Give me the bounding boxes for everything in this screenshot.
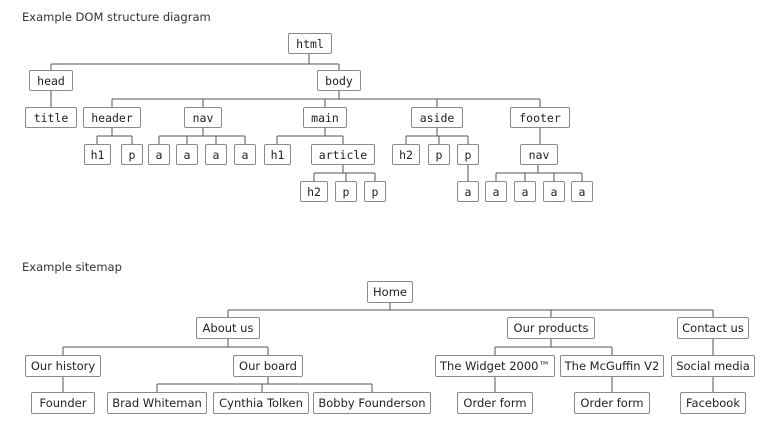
connector bbox=[313, 165, 376, 181]
node-footer: footer bbox=[510, 107, 570, 128]
connector bbox=[158, 128, 246, 144]
node-nav: nav bbox=[520, 144, 558, 165]
sitemap-title: Example sitemap bbox=[22, 260, 122, 274]
node-html: html bbox=[288, 33, 332, 54]
node-h1: h1 bbox=[84, 144, 111, 165]
node-title: title bbox=[25, 107, 77, 128]
node-h1: h1 bbox=[264, 144, 291, 165]
connector bbox=[495, 165, 583, 181]
node-a: a bbox=[176, 144, 198, 165]
sitemap-node-widget-2000: The Widget 2000™ bbox=[435, 355, 555, 377]
sitemap-node-brad-whiteman: Brad Whiteman bbox=[107, 392, 207, 414]
sitemap-node-our-products: Our products bbox=[507, 317, 595, 339]
sitemap-node-mcguffin-v2: The McGuffin V2 bbox=[560, 355, 664, 377]
sitemap-node-our-board: Our board bbox=[233, 355, 303, 377]
connector bbox=[276, 128, 344, 144]
connector bbox=[111, 90, 541, 107]
sitemap-node-order-form: Order form bbox=[457, 392, 533, 414]
node-a: a bbox=[485, 181, 507, 202]
node-header: header bbox=[83, 107, 141, 128]
connector bbox=[96, 128, 133, 144]
connector bbox=[62, 339, 269, 355]
node-p: p bbox=[335, 181, 357, 202]
sitemap-node-facebook: Facebook bbox=[680, 392, 746, 414]
node-a: a bbox=[205, 144, 227, 165]
node-a: a bbox=[571, 181, 593, 202]
node-body: body bbox=[317, 70, 361, 91]
connector bbox=[50, 54, 340, 70]
sitemap-node-about-us: About us bbox=[196, 317, 260, 339]
sitemap-node-home: Home bbox=[367, 281, 413, 303]
sitemap-node-our-history: Our history bbox=[25, 355, 101, 377]
node-main: main bbox=[303, 107, 347, 128]
sitemap-node-cynthia-tolken: Cynthia Tolken bbox=[213, 392, 309, 414]
dom-diagram-title: Example DOM structure diagram bbox=[22, 10, 211, 24]
sitemap-node-contact-us: Contact us bbox=[677, 317, 749, 339]
node-aside: aside bbox=[411, 107, 463, 128]
node-article: article bbox=[311, 144, 375, 165]
connector bbox=[405, 128, 469, 144]
connector bbox=[156, 377, 373, 392]
node-a: a bbox=[457, 181, 479, 202]
node-p: p bbox=[428, 144, 450, 165]
node-a: a bbox=[148, 144, 170, 165]
sitemap-node-order-form: Order form bbox=[574, 392, 650, 414]
node-a: a bbox=[543, 181, 565, 202]
node-p: p bbox=[457, 144, 479, 165]
node-h2: h2 bbox=[392, 144, 420, 165]
node-p: p bbox=[121, 144, 143, 165]
node-h2: h2 bbox=[300, 181, 328, 202]
node-a: a bbox=[514, 181, 536, 202]
sitemap-node-founder: Founder bbox=[31, 392, 95, 414]
sitemap-node-bobby-founderson: Bobby Founderson bbox=[313, 392, 431, 414]
node-a: a bbox=[234, 144, 256, 165]
node-nav: nav bbox=[184, 107, 222, 128]
connector bbox=[494, 339, 613, 355]
node-head: head bbox=[29, 70, 73, 91]
node-p: p bbox=[364, 181, 386, 202]
connector bbox=[227, 303, 714, 317]
sitemap-node-social-media: Social media bbox=[671, 355, 755, 377]
